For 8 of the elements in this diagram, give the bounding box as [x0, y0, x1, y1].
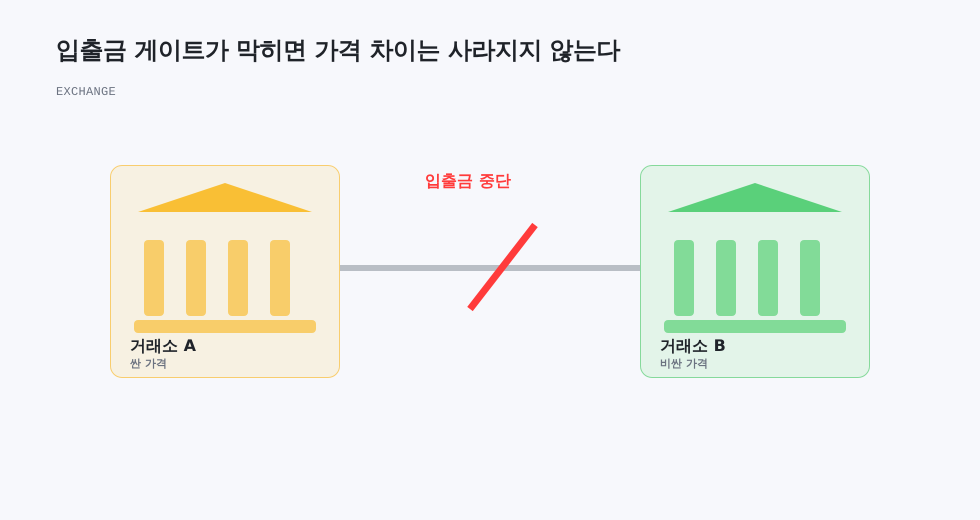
- exchange-name: 거래소 A: [130, 336, 196, 357]
- exchange-card: [640, 165, 870, 378]
- exchange-card: [110, 165, 340, 378]
- exchange-name: 거래소 B: [660, 336, 726, 357]
- diagram-title: 입출금 게이트가 막히면 가격 차이는 사라지지 않는다: [56, 35, 620, 66]
- price-note: 비싼 가격: [660, 356, 708, 371]
- price-note: 싼 가격: [130, 356, 167, 371]
- subtitle-text: EXCHANGE: [56, 85, 116, 99]
